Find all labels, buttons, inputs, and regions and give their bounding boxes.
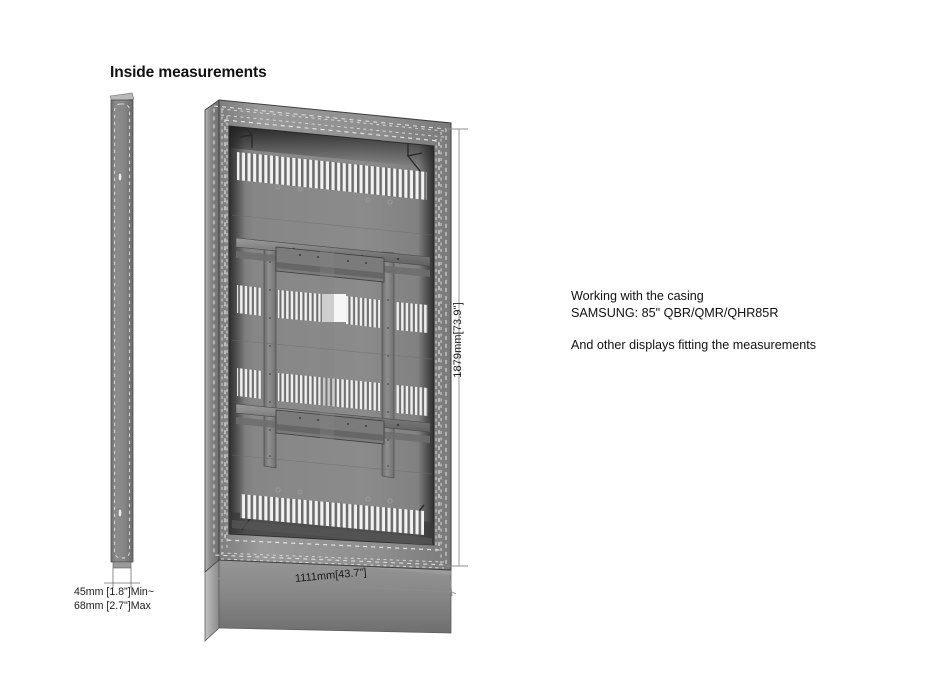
vesa-mount-plate [275,246,385,445]
height-dimension-label: 1879mm[73.9"] [452,302,464,378]
depth-min-label: 45mm [1.8"]Min~ [74,586,155,598]
dimension-lines [217,128,468,597]
note-line-3: And other displays fitting the measureme… [571,338,817,352]
ext-line-right [449,576,453,597]
vent-row-1 [237,152,427,200]
frame-dashed-guide-inner [224,119,440,551]
width-dimension-line [221,579,453,593]
note-spacer [571,321,816,337]
note-line-1: Working with the casing [571,289,704,303]
casing-front-view [204,99,452,642]
vent-row-4 [240,494,424,535]
depth-max-label: 68mm [2.7"]Max [74,599,151,612]
casing-left-wall [204,99,220,573]
vent-row-2 [237,285,428,333]
note-line-2: SAMSUNG: 85" QBR/QMR/QHR85R [571,305,779,320]
page-title: Inside measurements [110,64,267,81]
depth-dimension-leaders [104,568,140,588]
side-profile-view [104,92,140,588]
notes-block: Working with the casing SAMSUNG: 85" QBR… [571,288,816,354]
vent-row-3 [237,368,428,416]
back-panel-fixings [275,184,393,504]
ext-line-left [219,565,223,587]
bezel-perforations [220,108,445,569]
depth-dimension-label: 45mm [1.8"]Min~ 68mm [2.7"]Max [74,586,154,613]
frame-dashed-guide-outer [213,105,447,566]
